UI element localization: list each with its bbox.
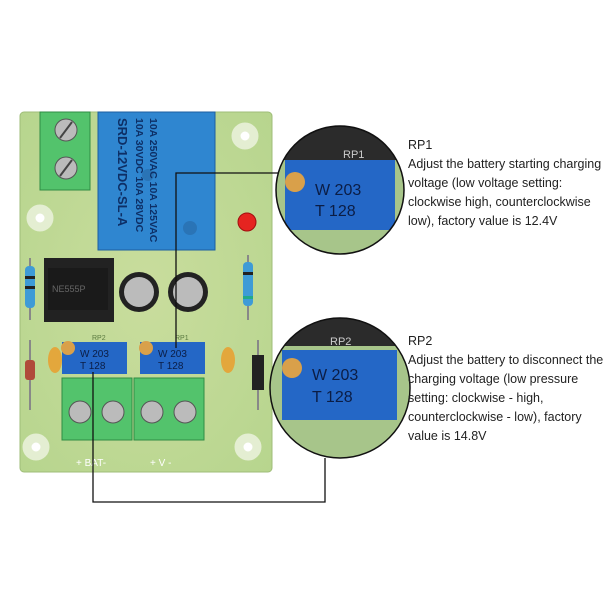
svg-text:W 203: W 203 bbox=[315, 182, 361, 199]
diode-d2 bbox=[25, 340, 35, 410]
resistor-r2 bbox=[243, 255, 253, 320]
relay-model: SRD-12VDC-SL-A bbox=[115, 118, 130, 227]
diode-d1 bbox=[252, 340, 264, 410]
ne555-ic: NE555P bbox=[44, 258, 114, 322]
svg-text:RP1: RP1 bbox=[343, 149, 364, 161]
rp1-callout-line bbox=[175, 172, 288, 348]
svg-text:RP1: RP1 bbox=[175, 335, 189, 342]
svg-text:W 203: W 203 bbox=[312, 367, 358, 384]
mounting-holes bbox=[22, 122, 262, 461]
potentiometer-rp1: W 203 T 128 RP1 bbox=[139, 335, 205, 374]
relay-rating-2: 10A 30VDC 10A 28VDC bbox=[133, 118, 145, 233]
rp2-zoom-circle: RP2 W 203 T 128 bbox=[270, 318, 410, 458]
svg-text:T 128: T 128 bbox=[315, 203, 356, 220]
relay-terminal-block bbox=[39, 111, 91, 191]
rp2-text: Adjust the battery to disconnect the cha… bbox=[408, 353, 604, 443]
svg-text:T 128: T 128 bbox=[312, 389, 353, 406]
rp2-description: RP2 Adjust the battery to disconnect the… bbox=[408, 332, 608, 446]
v-terminal-label: + V - bbox=[150, 458, 171, 469]
rp2-callout-line bbox=[92, 372, 326, 503]
rp1-zoom-circle: RP1 W 203 T 128 bbox=[276, 126, 404, 254]
rp2-title: RP2 bbox=[408, 334, 433, 348]
svg-text:RP2: RP2 bbox=[330, 336, 351, 348]
red-led bbox=[237, 212, 257, 232]
svg-text:RP2: RP2 bbox=[92, 335, 106, 342]
svg-text:W 203: W 203 bbox=[80, 349, 109, 360]
power-terminal-blocks bbox=[61, 377, 205, 441]
bat-terminal-label: + BAT- bbox=[76, 458, 106, 469]
resistor-r1 bbox=[25, 258, 35, 320]
rp1-text: Adjust the battery starting charging vol… bbox=[408, 157, 602, 228]
potentiometer-rp2: W 203 T 128 RP2 bbox=[61, 335, 127, 374]
rp1-title: RP1 bbox=[408, 138, 433, 152]
svg-text:T 128: T 128 bbox=[80, 361, 106, 372]
relay-rating-1: 10A 250VAC 10A 125VAC bbox=[147, 118, 159, 243]
relay: 10A 250VAC 10A 125VAC 10A 30VDC 10A 28VD… bbox=[97, 111, 216, 251]
pcb-board: 10A 250VAC 10A 125VAC 10A 30VDC 10A 28VD… bbox=[19, 111, 273, 473]
svg-text:W 203: W 203 bbox=[158, 349, 187, 360]
svg-text:T 128: T 128 bbox=[158, 361, 184, 372]
ic-label: NE555P bbox=[52, 284, 86, 294]
capacitors bbox=[48, 272, 235, 373]
rp1-description: RP1 Adjust the battery starting charging… bbox=[408, 136, 608, 231]
